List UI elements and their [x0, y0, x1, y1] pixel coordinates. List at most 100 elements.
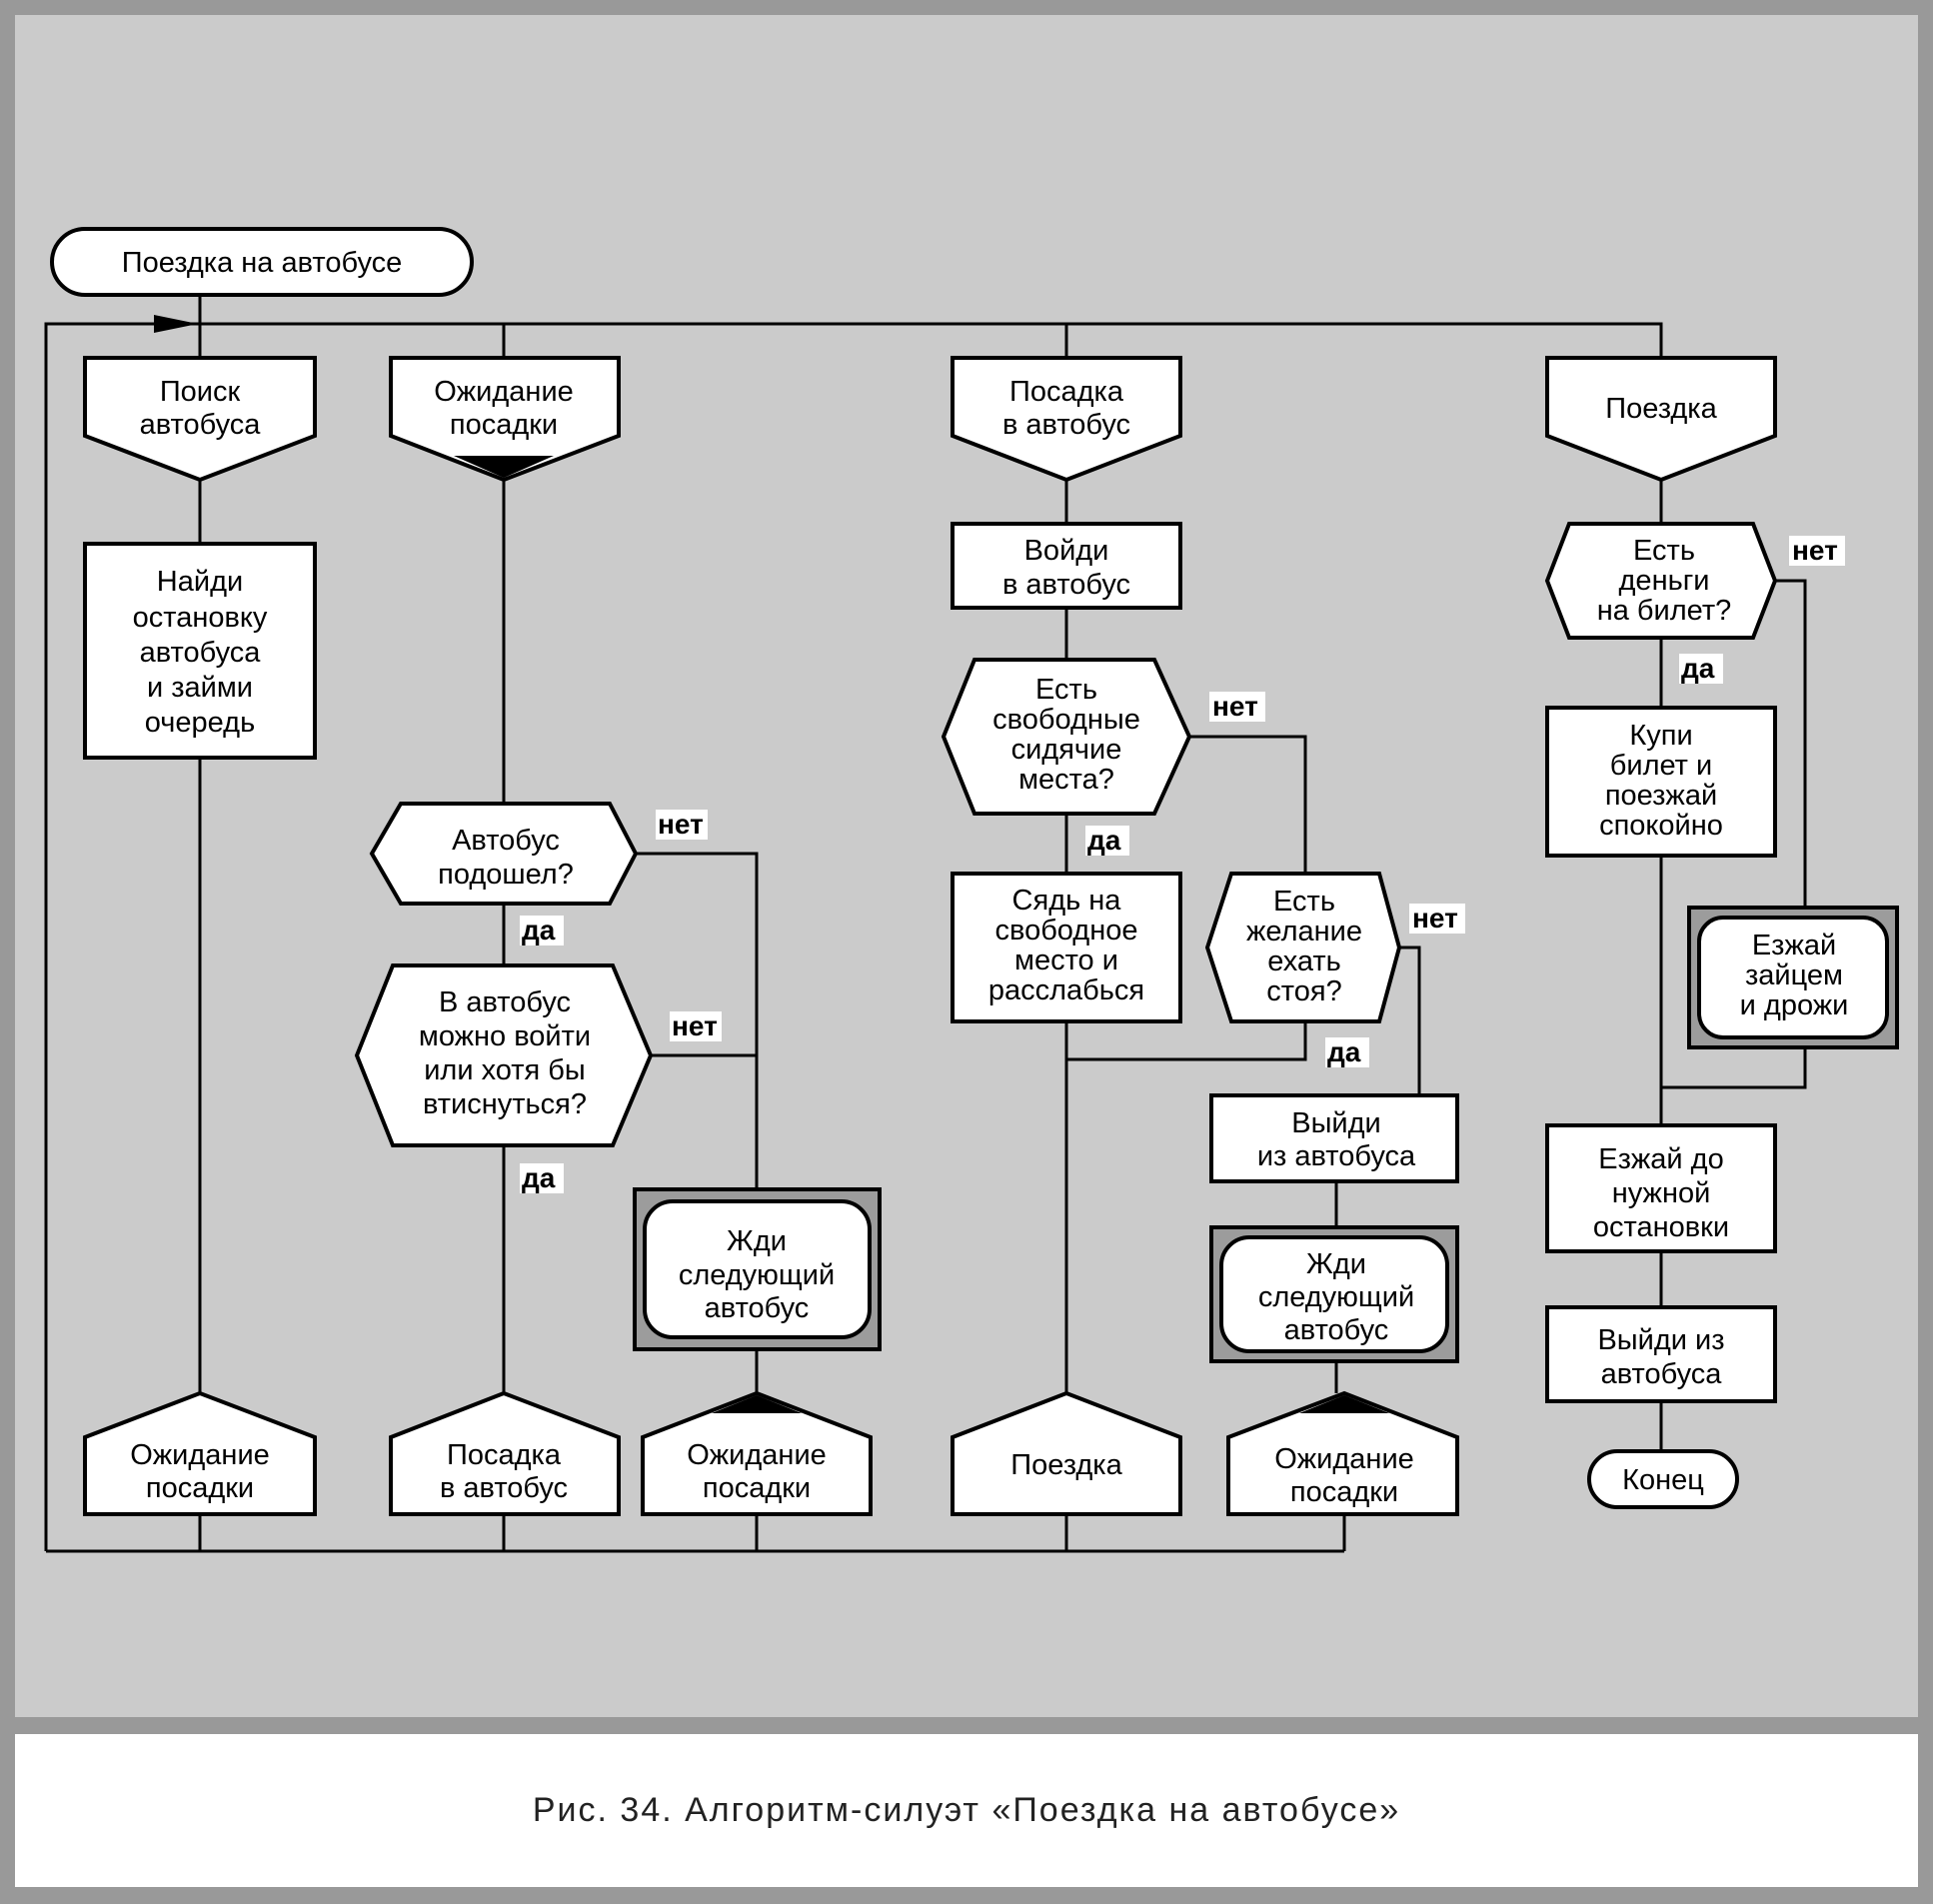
yes-label: да: [522, 1162, 556, 1193]
svg-text:Сядь на: Сядь на: [1012, 885, 1122, 917]
svg-text:желание: желание: [1246, 916, 1362, 948]
svg-text:билет и: билет и: [1610, 750, 1712, 782]
action-ride-to-stop: Езжай до нужной остановки: [1545, 1123, 1777, 1253]
svg-text:Есть: Есть: [1035, 674, 1097, 706]
headline-poezdka: Поездка: [1545, 356, 1777, 483]
svg-text:автобуса: автобуса: [1601, 1358, 1723, 1390]
svg-text:остановки: остановки: [1593, 1211, 1729, 1243]
svg-text:посадки: посадки: [450, 409, 558, 441]
svg-text:Жди: Жди: [727, 1225, 787, 1257]
svg-text:автобуса: автобуса: [140, 637, 262, 669]
connectors: [44, 296, 1807, 1553]
action-wait-next-bus-2: Жди следующий автобус: [1209, 1225, 1459, 1363]
no-label: нет: [1412, 903, 1458, 934]
question-have-money: Есть деньги на билет?: [1544, 522, 1778, 640]
headline-ozhidanie: Ожидание посадки: [389, 356, 621, 483]
svg-text:подошел?: подошел?: [438, 859, 574, 891]
svg-text:поезжай: поезжай: [1605, 780, 1717, 812]
no-label: нет: [658, 809, 704, 840]
svg-text:следующий: следующий: [1258, 1281, 1414, 1313]
svg-text:посадки: посадки: [703, 1472, 811, 1504]
start-label: Поездка на автобусе: [122, 247, 403, 279]
svg-text:Поездка: Поездка: [1010, 1449, 1122, 1481]
caption-panel: Рис. 34. Алгоритм-силуэт «Поездка на авт…: [15, 1734, 1918, 1887]
svg-text:в автобус: в автобус: [1002, 569, 1130, 601]
action-enter-bus: Войди в автобус: [951, 522, 1182, 610]
svg-text:Посадка: Посадка: [447, 1439, 562, 1471]
svg-text:Выйди из: Выйди из: [1597, 1324, 1724, 1356]
address-ozhidanie-1: Ожидание посадки: [83, 1390, 317, 1516]
svg-text:Езжай до: Езжай до: [1598, 1143, 1723, 1175]
yes-label: да: [522, 915, 556, 946]
svg-text:Ожидание: Ожидание: [687, 1439, 827, 1471]
figure-caption: Рис. 34. Алгоритм-силуэт «Поездка на авт…: [532, 1791, 1401, 1829]
action-ride-free: Езжай зайцем и дрожи: [1687, 906, 1899, 1049]
svg-text:нужной: нужной: [1612, 1177, 1711, 1209]
svg-text:автобус: автобус: [1284, 1314, 1389, 1346]
svg-text:посадки: посадки: [1290, 1476, 1398, 1508]
svg-text:Поиск: Поиск: [160, 376, 241, 408]
svg-text:посадки: посадки: [146, 1472, 254, 1504]
svg-text:расслабься: расслабься: [988, 974, 1144, 1006]
svg-text:остановку: остановку: [133, 602, 268, 634]
no-label: нет: [672, 1010, 718, 1041]
svg-text:Войди: Войди: [1024, 535, 1109, 567]
address-poezdka: Поездка: [951, 1390, 1182, 1516]
svg-text:Найди: Найди: [157, 566, 243, 598]
end-terminator: Конец: [1587, 1449, 1739, 1509]
svg-text:Выйди: Выйди: [1291, 1107, 1381, 1139]
answer-labels: нет да нет да нет да нет да нет да: [520, 535, 1845, 1193]
svg-text:зайцем: зайцем: [1745, 959, 1843, 991]
no-label: нет: [1792, 535, 1838, 566]
question-free-seats: Есть свободные сидячие места?: [941, 658, 1192, 816]
svg-text:Посадка: Посадка: [1009, 376, 1124, 408]
svg-text:стоя?: стоя?: [1266, 975, 1341, 1007]
svg-text:Поездка: Поездка: [1605, 393, 1717, 425]
svg-text:Ожидание: Ожидание: [434, 376, 574, 408]
svg-text:место и: место и: [1014, 945, 1118, 976]
svg-text:следующий: следующий: [679, 1259, 835, 1291]
svg-text:Купи: Купи: [1629, 720, 1692, 752]
svg-text:ехать: ехать: [1267, 946, 1341, 977]
question-bus-arrived: Автобус подошел?: [369, 802, 639, 906]
address-ozhidanie-2: Ожидание посадки: [641, 1390, 873, 1516]
svg-text:Есть: Есть: [1273, 886, 1335, 918]
action-find-stop: Найди остановку автобуса и займи очередь: [83, 542, 317, 760]
no-label: нет: [1212, 691, 1258, 722]
svg-text:Ожидание: Ожидание: [130, 1439, 270, 1471]
svg-text:и дрожи: и дрожи: [1740, 989, 1849, 1021]
address-ozhidanie-3: Ожидание посадки: [1226, 1390, 1459, 1516]
svg-text:спокойно: спокойно: [1599, 810, 1723, 842]
svg-text:втиснуться?: втиснуться?: [423, 1088, 587, 1120]
svg-text:Жди: Жди: [1306, 1248, 1366, 1280]
svg-text:и займи: и займи: [147, 672, 253, 704]
headline-poisk: Поиск автобуса: [83, 356, 317, 483]
svg-text:очередь: очередь: [145, 707, 255, 739]
svg-text:Есть: Есть: [1633, 535, 1695, 567]
loop-arrow-icon: [154, 315, 198, 333]
question-want-stand: Есть желание ехать стоя?: [1204, 872, 1402, 1023]
svg-text:сидячие: сидячие: [1011, 734, 1122, 766]
action-sit-down: Сядь на свободное место и расслабься: [951, 872, 1182, 1023]
svg-text:Конец: Конец: [1622, 1464, 1704, 1496]
svg-text:деньги: деньги: [1619, 565, 1710, 597]
svg-text:автобуса: автобуса: [140, 409, 262, 441]
yes-label: да: [1087, 825, 1121, 856]
action-exit-bus-2: Выйди из автобуса: [1545, 1305, 1777, 1403]
address-posadka: Посадка в автобус: [389, 1390, 621, 1516]
svg-text:в автобус: в автобус: [440, 1472, 568, 1504]
svg-text:свободные: свободные: [992, 704, 1140, 736]
svg-text:на билет?: на билет?: [1597, 595, 1732, 627]
svg-text:можно войти: можно войти: [419, 1020, 591, 1052]
svg-text:Ожидание: Ожидание: [1274, 1443, 1414, 1475]
headline-posadka: Посадка в автобус: [951, 356, 1182, 483]
svg-text:В автобус: В автобус: [439, 986, 571, 1018]
svg-text:свободное: свободное: [994, 915, 1137, 947]
yes-label: да: [1681, 653, 1715, 684]
start-terminator: [50, 227, 474, 297]
yes-label: да: [1327, 1036, 1361, 1067]
action-wait-next-bus-1: Жди следующий автобус: [633, 1187, 882, 1351]
question-can-enter: В автобус можно войти или хотя бы втисну…: [354, 963, 654, 1147]
svg-text:Автобус: Автобус: [452, 825, 560, 857]
